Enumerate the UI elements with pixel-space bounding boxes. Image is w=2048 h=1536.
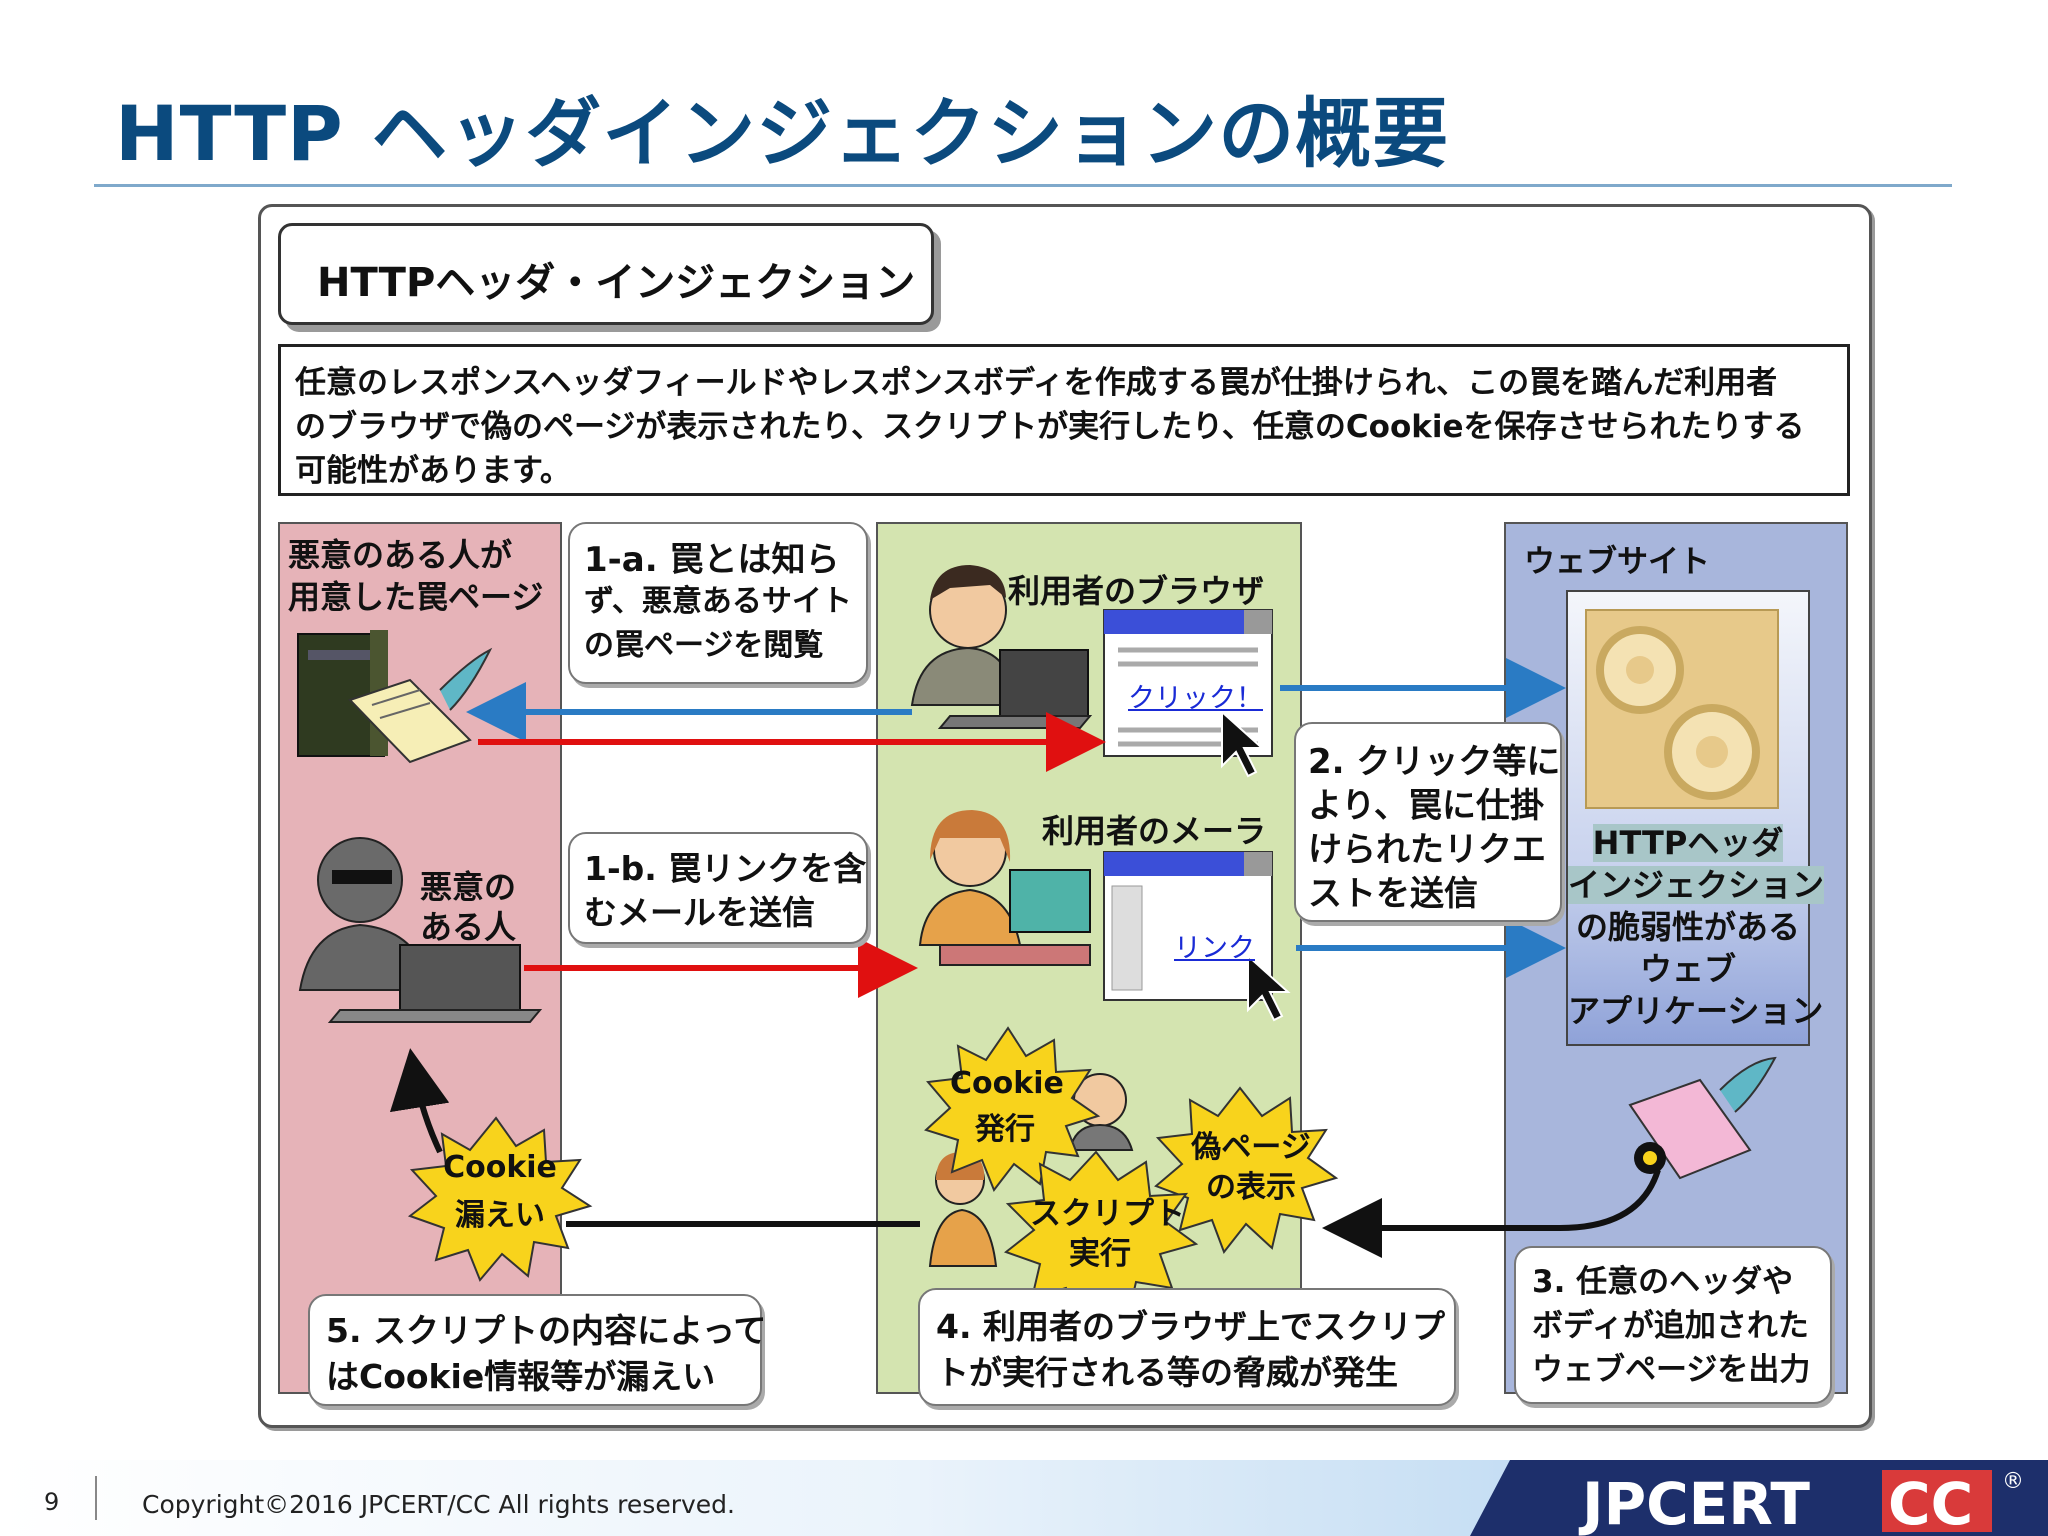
title-divider	[94, 184, 1952, 187]
cursor-icon	[1247, 953, 1291, 1022]
step-1b-line: 1-b. 罠リンクを含	[584, 849, 867, 888]
callout-step-1b: 1-b. 罠リンクを含 むメールを送信	[568, 832, 868, 944]
step-1a-line: 1-a. 罠とは知ら	[584, 540, 840, 580]
step-4-line: トが実行される等の脅威が発生	[936, 1353, 1398, 1392]
attacker-label-line: ある人	[420, 908, 517, 946]
website-label: ウェブサイト	[1524, 544, 1710, 580]
callout-step-3: 3. 任意のヘッダや ボディが追加された ウェブページを出力	[1514, 1246, 1832, 1404]
trap-page-label-line: 用意した罠ページ	[288, 578, 544, 616]
burst-script-line: 実行	[1069, 1236, 1131, 1272]
app-line: ウェブ	[1639, 950, 1736, 988]
step-5-line: はCookie情報等が漏えい	[326, 1357, 716, 1396]
logo-registered-mark: ®	[2002, 1469, 2024, 1494]
footer-divider	[95, 1476, 97, 1520]
burst-fake-page-line: の表示	[1206, 1170, 1296, 1205]
user-mailer-icon	[918, 810, 1091, 966]
burst-script-line: スクリプト	[1030, 1196, 1185, 1232]
description-line: のブラウザで偽のページが表示されたり、スクリプトが実行したり、任意のCookie…	[295, 409, 1805, 445]
description-box: 任意のレスポンスヘッダフィールドやレスポンスボディを作成する罠が仕掛けられ、この…	[278, 344, 1850, 496]
mailer-label: 利用者のメーラ	[1042, 812, 1267, 850]
app-line: の脆弱性がある	[1575, 908, 1800, 946]
callout-step-4: 4. 利用者のブラウザ上でスクリプ トが実行される等の脅威が発生	[918, 1288, 1456, 1406]
user-browser-icon	[910, 565, 1093, 729]
callout-step-2: 2. クリック等に より、罠に仕掛 けられたリクエ ストを送信	[1294, 722, 1562, 922]
burst-cookie-leak-line: 漏えい	[455, 1198, 545, 1233]
app-line: インジェクション	[1568, 866, 1825, 904]
logo-cc-text: CC	[1888, 1470, 1973, 1536]
step-1a-line: の罠ページを閲覧	[584, 628, 824, 663]
step-1b-line: むメールを送信	[584, 893, 815, 932]
step-4-line: 4. 利用者のブラウザ上でスクリプ	[936, 1307, 1445, 1346]
burst-cookie-leak-line: Cookie	[443, 1150, 557, 1185]
web-application-box: HTTPヘッダ インジェクション の脆弱性がある ウェブ アプリケーション	[1566, 590, 1825, 1046]
callout-step-5: 5. スクリプトの内容によって はCookie情報等が漏えい	[308, 1294, 766, 1406]
copyright-text: Copyright©2016 JPCERT/CC All rights rese…	[142, 1490, 735, 1519]
cursor-icon	[1221, 709, 1265, 778]
step-3-line: ボディが追加された	[1532, 1308, 1809, 1344]
page-number: 9	[44, 1488, 60, 1516]
slide-title: HTTP ヘッダインジェクションの概要	[115, 89, 1450, 178]
infected-scroll-icon	[1628, 1056, 1777, 1180]
step-2-line: ストを送信	[1308, 874, 1478, 914]
step-2-line: けられたリクエ	[1308, 830, 1546, 870]
burst-cookie-leak	[407, 1116, 593, 1282]
trap-page-label-line: 悪意のある人が	[288, 536, 513, 574]
step-2-line: より、罠に仕掛	[1308, 786, 1544, 826]
diagram-title-badge: HTTPヘッダ・インジェクション	[278, 223, 934, 325]
step-3-line: 3. 任意のヘッダや	[1532, 1264, 1794, 1300]
mail-link[interactable]: リンク	[1174, 933, 1255, 964]
app-line: アプリケーション	[1568, 992, 1824, 1030]
step-2-line: 2. クリック等に	[1308, 742, 1561, 782]
browser-label: 利用者のブラウザ	[1008, 572, 1265, 610]
step-1a-line: ず、悪意あるサイト	[584, 584, 852, 619]
browser-window-icon	[1103, 609, 1273, 778]
callout-step-1a: 1-a. 罠とは知ら ず、悪意あるサイト の罠ページを閲覧	[568, 522, 868, 684]
diagram-title: HTTPヘッダ・インジェクション	[317, 260, 916, 306]
attacker-label-line: 悪意の	[420, 868, 517, 906]
step-3-line: ウェブページを出力	[1532, 1352, 1811, 1388]
click-link[interactable]: クリック！	[1128, 683, 1263, 714]
burst-fake-page	[1154, 1086, 1339, 1255]
attacker-icon	[298, 837, 543, 1023]
burst-cookie-issue-line: 発行	[975, 1112, 1035, 1147]
burst-fake-page-line: 偽ページ	[1191, 1130, 1311, 1165]
burst-cookie-issue-line: Cookie	[950, 1066, 1064, 1101]
jpcert-logo: JPCERT CC ®	[1470, 1460, 2048, 1536]
step-5-line: 5. スクリプトの内容によって	[326, 1311, 767, 1350]
burst-cookie-issue	[924, 1026, 1101, 1193]
mail-window-icon	[1103, 851, 1291, 1022]
description-line: 可能性があります。	[295, 453, 571, 489]
description-line: 任意のレスポンスヘッダフィールドやレスポンスボディを作成する罠が仕掛けられ、この…	[295, 365, 1778, 401]
logo-jpcert-text: JPCERT	[1578, 1470, 1810, 1536]
app-line: HTTPヘッダ	[1592, 824, 1784, 862]
